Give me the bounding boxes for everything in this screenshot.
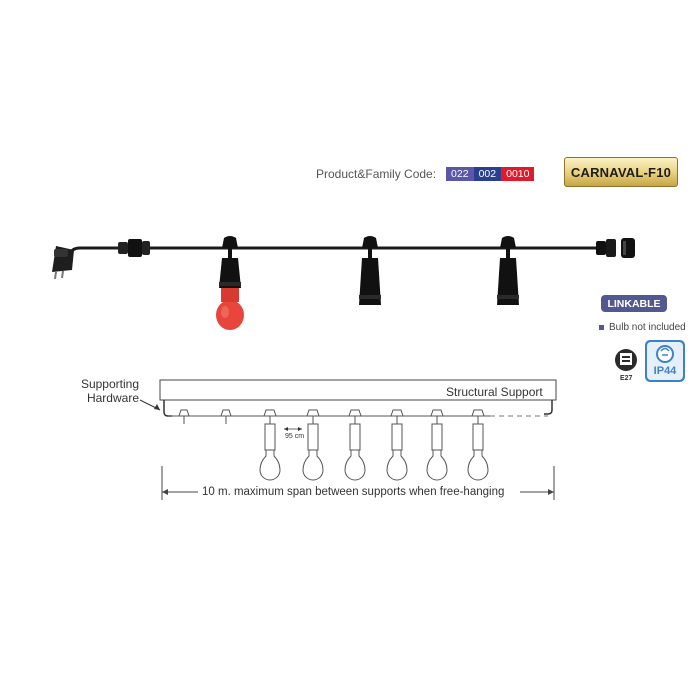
cable-assembly xyxy=(52,236,635,330)
support-clip xyxy=(220,409,232,417)
male-connector-icon xyxy=(118,239,150,257)
outline-bulb xyxy=(259,449,281,481)
e27-label: E27 xyxy=(620,375,633,382)
code-segment-1: 022 xyxy=(446,167,474,181)
outline-bulb xyxy=(467,449,489,481)
hanger-clip xyxy=(263,409,277,417)
female-connector-icon xyxy=(596,238,635,258)
bullet-square-icon xyxy=(599,325,604,330)
spacing-label: 95 cm xyxy=(285,433,305,440)
supporting-hardware-label: Supporting Hardware xyxy=(79,377,139,405)
outline-socket xyxy=(472,423,484,451)
bulb-note-text: Bulb not included xyxy=(609,322,686,333)
hanger-clip xyxy=(348,409,362,417)
socket-empty xyxy=(497,236,519,305)
structural-support-beam xyxy=(159,379,557,401)
hanger-clip xyxy=(430,409,444,417)
structural-support-label: Structural Support xyxy=(446,385,543,399)
support-clip xyxy=(178,409,190,417)
code-segment-2: 002 xyxy=(473,167,502,181)
supporting-hardware-line2: Hardware xyxy=(86,391,139,405)
right-hook xyxy=(544,400,553,415)
linkable-badge: LINKABLE xyxy=(601,295,667,312)
span-note: 10 m. maximum span between supports when… xyxy=(202,486,505,498)
socket-with-bulb xyxy=(216,236,244,330)
bulb-not-included-note: Bulb not included xyxy=(599,322,686,333)
outline-bulb xyxy=(386,449,408,481)
outline-socket xyxy=(307,423,319,451)
outline-socket xyxy=(391,423,403,451)
ip44-rating-icon xyxy=(645,340,685,382)
product-code-label: Product&Family Code: xyxy=(316,167,437,181)
outline-bulb xyxy=(426,449,448,481)
hanger-clip xyxy=(471,409,485,417)
supporting-hardware-line1: Supporting xyxy=(80,377,139,391)
left-hook xyxy=(163,400,172,417)
outline-bulb xyxy=(302,449,324,481)
outline-socket xyxy=(431,423,443,451)
ip44-label: IP44 xyxy=(653,365,677,377)
product-code-row: Product&Family Code: 022 002 0010 xyxy=(316,166,535,182)
outline-socket xyxy=(349,423,361,451)
model-name-badge: CARNAVAL-F10 xyxy=(564,157,678,187)
e27-socket-icon xyxy=(615,349,637,371)
hanger-clip xyxy=(306,409,320,417)
schuko-plug-icon xyxy=(52,246,74,280)
outline-bulbs xyxy=(178,409,489,481)
installation-diagram xyxy=(139,379,557,500)
outline-bulb xyxy=(344,449,366,481)
hanger-clip xyxy=(390,409,404,417)
code-segment-3: 0010 xyxy=(501,167,535,181)
socket-empty xyxy=(359,236,381,305)
outline-socket xyxy=(264,423,276,451)
